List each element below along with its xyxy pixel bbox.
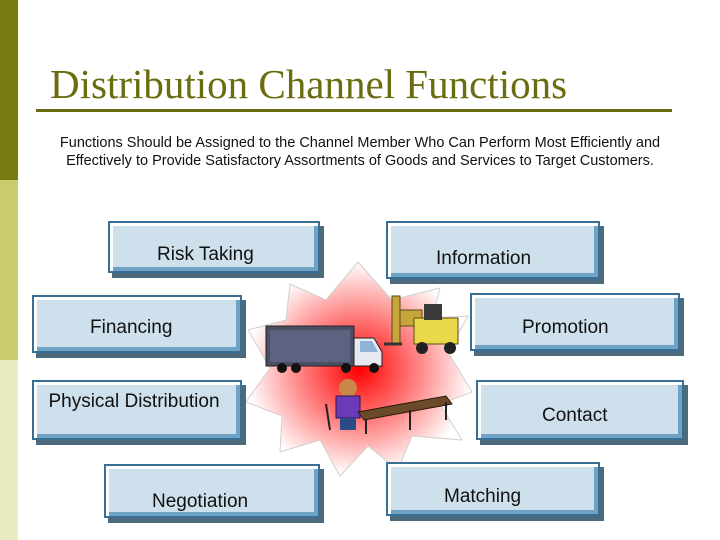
information-box: Information — [386, 221, 600, 279]
physical-distribution-box: Physical Distribution — [32, 380, 242, 440]
matching-box: Matching — [386, 462, 600, 516]
negotiation-label: Negotiation — [152, 491, 249, 512]
promotion-label: Promotion — [522, 317, 609, 338]
semi-truck-icon — [265, 325, 383, 373]
physical-distribution-label: Physical Distribution — [48, 391, 220, 412]
sidebar-stripe — [0, 0, 18, 540]
information-label: Information — [436, 248, 532, 269]
sidebar-block-light — [0, 360, 18, 540]
financing-box: Financing — [32, 295, 242, 353]
promotion-box: Promotion — [470, 293, 680, 351]
risk-taking-label: Risk Taking — [157, 244, 254, 265]
title-underline — [36, 109, 672, 112]
negotiation-box: Negotiation — [104, 464, 320, 518]
slide-subtitle: Functions Should be Assigned to the Chan… — [59, 135, 661, 169]
financing-label: Financing — [90, 317, 173, 338]
conveyor-worker-icon — [325, 379, 453, 434]
contact-box: Contact — [476, 380, 684, 440]
risk-taking-box: Risk Taking — [108, 221, 320, 273]
sidebar-block-mid — [0, 180, 18, 360]
matching-label: Matching — [444, 486, 522, 507]
contact-label: Contact — [542, 405, 608, 426]
sidebar-block-dark — [0, 0, 18, 180]
slide-title: Distribution Channel Functions — [50, 61, 568, 107]
forklift-icon — [384, 295, 459, 354]
